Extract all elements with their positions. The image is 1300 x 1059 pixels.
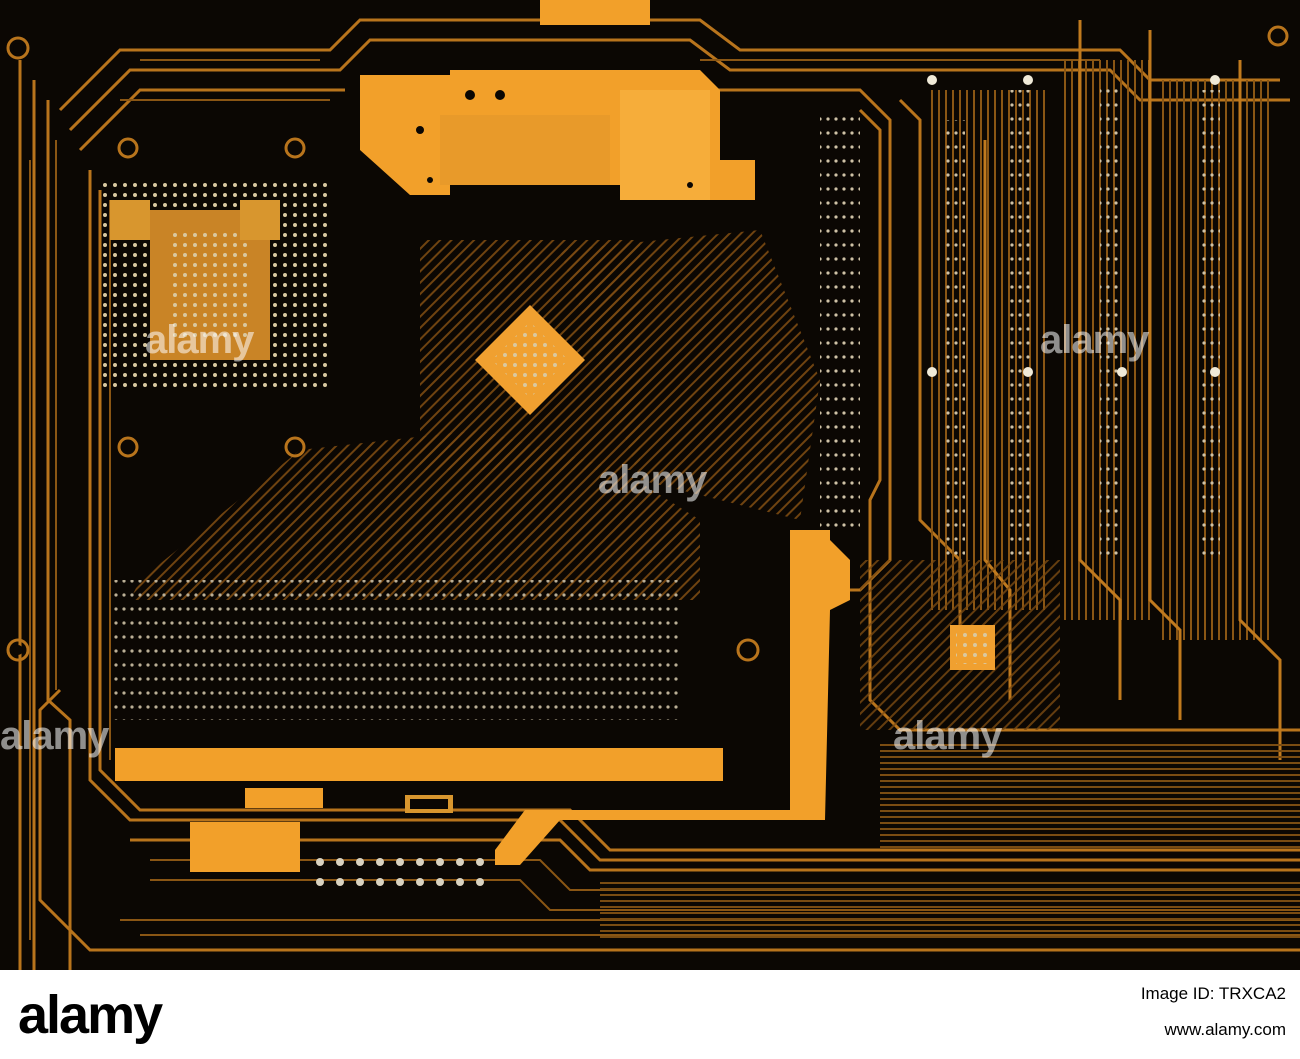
cpu-socket-pads [100,180,330,390]
site-url-label: www.alamy.com [1164,1020,1286,1039]
connector-pins [316,858,484,886]
central-chip [420,240,640,470]
lower-right-traces [600,740,1300,940]
trace-fan [110,230,820,720]
watermark-text: alamy [893,714,1002,758]
l-bar [115,530,850,872]
mounting-holes [6,25,1289,662]
watermark-text: alamy [1040,318,1149,362]
watermark-text: alamy [145,318,254,362]
watermark-text: alamy [598,458,707,502]
footer-bar: alamy Image ID: TRXCA2 www.alamy.com [0,970,1300,1059]
small-chip [860,560,1060,730]
top-copper-plates [360,0,755,200]
image-id-label: Image ID: TRXCA2 [1140,984,1286,1003]
alamy-logo: alamy [18,985,163,1045]
watermark-text: alamy [0,714,109,758]
outer-frame-traces [18,18,1300,970]
memory-slot-traces [820,60,1270,640]
circuit-board-photo: alamy alamy alamy alamy alamy [0,0,1300,970]
